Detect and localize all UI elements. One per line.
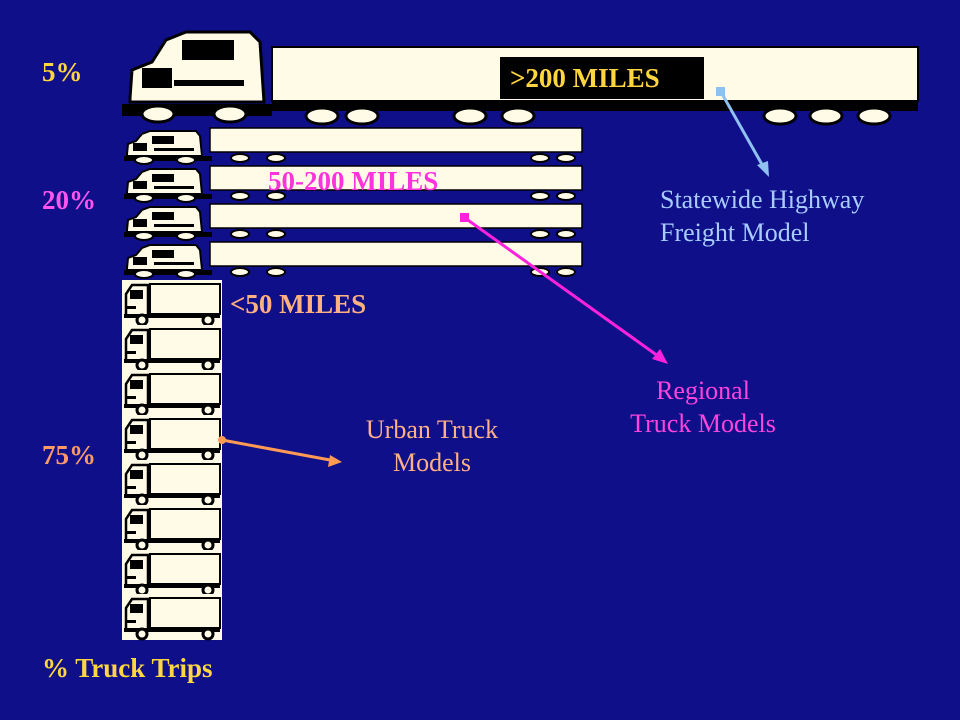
regional-model-label: Regional Truck Models (608, 374, 798, 440)
urban-arrow (218, 436, 342, 467)
urban-model-line2: Models (393, 448, 471, 477)
urban-truck (120, 592, 224, 642)
mid-truck (123, 127, 583, 165)
regional-model-line1: Regional (656, 376, 750, 405)
urban-trucks (120, 278, 224, 642)
mid-truck (123, 203, 583, 241)
urban-model-label: Urban Truck Models (342, 413, 522, 479)
urban-truck (120, 548, 224, 598)
urban-truck (120, 503, 224, 553)
mid-truck (123, 165, 583, 203)
pct-long-haul: 5% (42, 57, 83, 87)
pct-mid-range: 20% (42, 185, 96, 215)
band-short-label: <50 MILES (230, 289, 367, 319)
statewide-model-label: Statewide Highway Freight Model (660, 183, 864, 249)
urban-truck (120, 278, 224, 328)
mid-range-trucks (123, 127, 583, 279)
urban-model-line1: Urban Truck (365, 415, 499, 444)
statewide-arrow (716, 87, 769, 177)
urban-truck (120, 368, 224, 418)
band-long-label: >200 MILES (500, 57, 704, 99)
band-mid-label: 50-200 MILES (268, 166, 439, 196)
regional-arrow (460, 213, 668, 364)
pct-urban: 75% (42, 440, 96, 470)
axis-title: % Truck Trips (42, 653, 213, 683)
regional-model-line2: Truck Models (630, 409, 776, 438)
statewide-model-line2: Freight Model (660, 218, 810, 247)
urban-truck (120, 458, 224, 508)
mid-truck (123, 241, 583, 279)
statewide-model-line1: Statewide Highway (660, 185, 865, 214)
long-haul-truck (120, 30, 919, 126)
urban-truck (120, 413, 224, 463)
urban-truck (120, 323, 224, 373)
